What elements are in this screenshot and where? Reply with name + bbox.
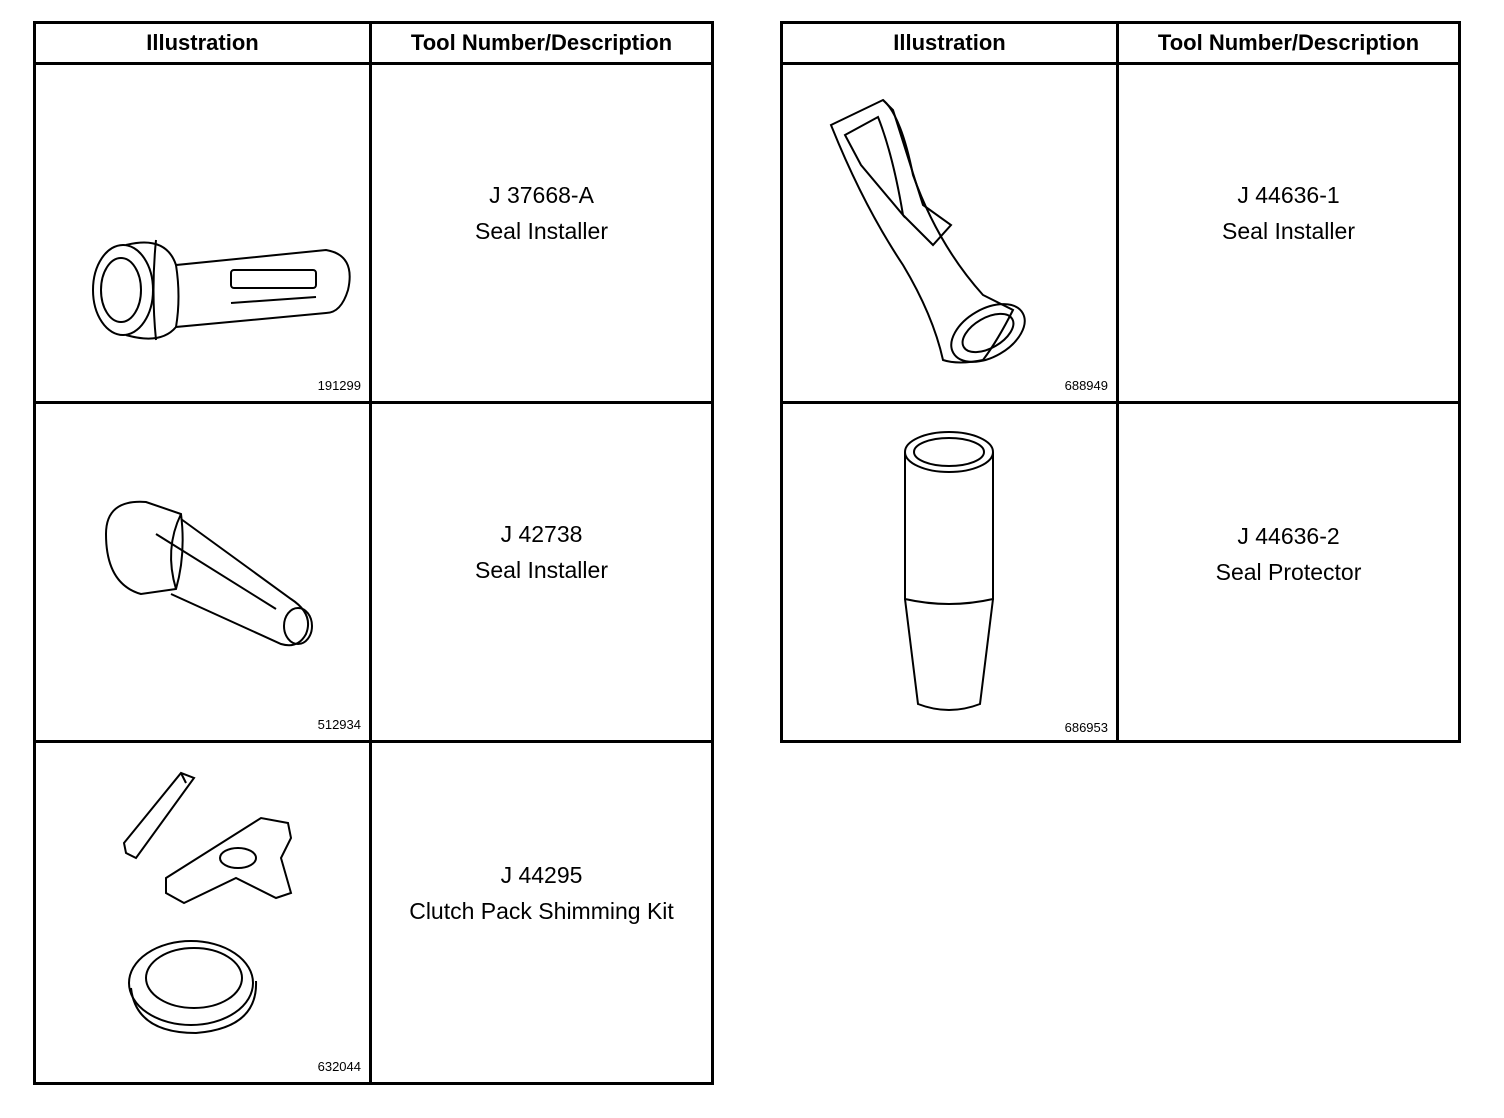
- illustration-cell: 632044: [36, 743, 372, 1082]
- figure-id: 688949: [1064, 378, 1108, 393]
- illustration-cell: 688949: [783, 65, 1119, 401]
- seal-protector-icon: [904, 431, 994, 711]
- tool-description: Seal Installer: [475, 218, 608, 244]
- tool-number: J 44636-2: [1237, 522, 1340, 549]
- table-row: 686953 J 44636-2 Seal Protector: [783, 404, 1458, 743]
- illustration-cell: 191299: [36, 65, 372, 401]
- table-header: Illustration Tool Number/Description: [783, 24, 1458, 65]
- tool-description: Seal Installer: [1222, 218, 1355, 244]
- table-header: Illustration Tool Number/Description: [36, 24, 711, 65]
- header-description: Tool Number/Description: [1157, 30, 1420, 55]
- seal-installer-icon: [104, 500, 313, 647]
- description-cell: J 42738 Seal Installer: [372, 404, 711, 740]
- description-cell: J 44636-2 Seal Protector: [1119, 404, 1458, 743]
- table-row: 191299 J 37668-A Seal Installer: [36, 65, 711, 404]
- table-row: 688949 J 44636-1 Seal Installer: [783, 65, 1458, 404]
- header-description: Tool Number/Description: [410, 30, 673, 55]
- shimming-kit-icon: [122, 771, 293, 1035]
- seal-installer-icon: [92, 239, 351, 341]
- description-cell: J 37668-A Seal Installer: [372, 65, 711, 401]
- tool-number: J 44295: [500, 861, 583, 888]
- figure-id: 632044: [317, 1059, 361, 1074]
- seal-installer-icon: [829, 98, 1026, 364]
- illustration-cell: 686953: [783, 404, 1119, 743]
- tool-description: Seal Protector: [1215, 558, 1362, 585]
- table-row: 632044 J 44295 Clutch Pack Shimming Kit: [36, 743, 711, 1082]
- tool-number: J 37668-A: [489, 182, 594, 208]
- tool-description: Seal Installer: [475, 557, 608, 583]
- header-illustration: Illustration: [36, 24, 372, 62]
- description-cell: J 44636-1 Seal Installer: [1119, 65, 1458, 401]
- tool-number: J 44636-1: [1237, 182, 1340, 208]
- header-illustration: Illustration: [783, 24, 1119, 62]
- figure-id: 686953: [1064, 720, 1108, 735]
- tool-table-left: Illustration Tool Number/Description 191…: [33, 21, 714, 1085]
- illustration-cell: 512934: [36, 404, 372, 740]
- figure-id: 512934: [317, 717, 361, 732]
- tool-number: J 42738: [500, 521, 583, 547]
- figure-id: 191299: [317, 378, 361, 393]
- tool-table-right: Illustration Tool Number/Description 688…: [780, 21, 1461, 743]
- description-cell: J 44295 Clutch Pack Shimming Kit: [372, 743, 711, 1082]
- tool-description: Clutch Pack Shimming Kit: [409, 897, 674, 924]
- table-row: 512934 J 42738 Seal Installer: [36, 404, 711, 743]
